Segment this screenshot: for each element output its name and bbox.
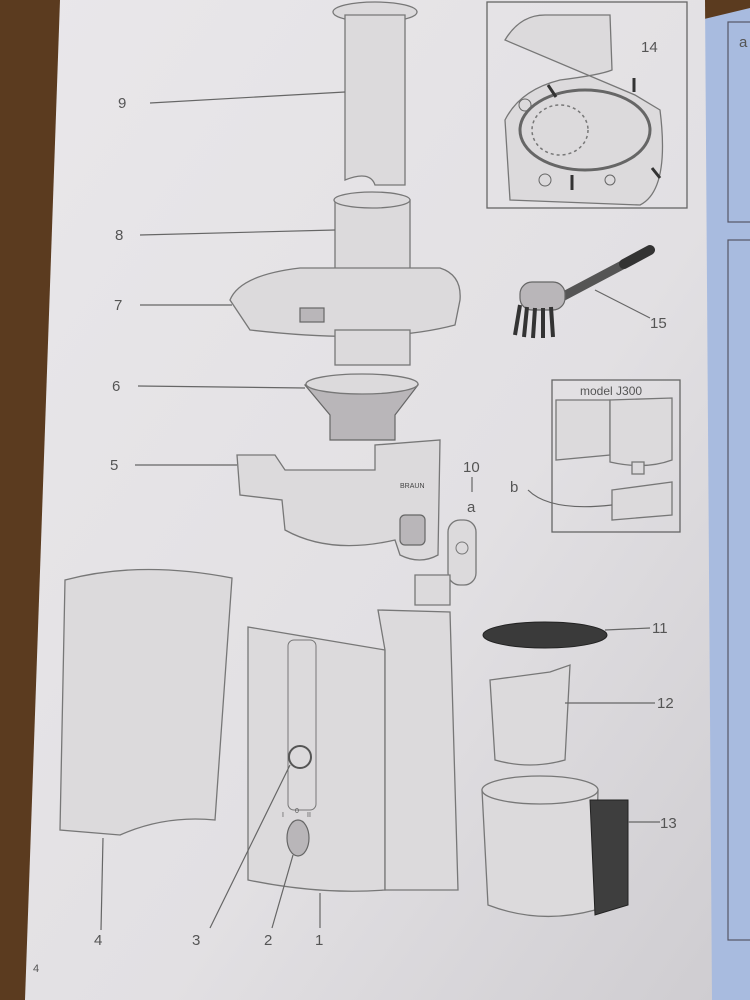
label-11: 11 [652, 620, 668, 637]
label-14: 14 [641, 39, 658, 56]
filter-basket-6: 6 [112, 373, 420, 441]
inset-model-j300: model J300 [527, 379, 681, 533]
switch-mark-2: II [307, 812, 311, 819]
label-7: 7 [114, 297, 122, 314]
label-8: 8 [115, 227, 123, 244]
label-1: 1 [315, 932, 323, 949]
label-12: 12 [657, 695, 674, 712]
facing-page-box-2 [727, 239, 750, 941]
page-number: 4 [33, 963, 39, 975]
cleaning-brush-15: 15 [513, 245, 667, 339]
braun-logo: BRAUN [400, 483, 425, 490]
pulp-container-4: 4 [59, 568, 233, 949]
label-15: 15 [650, 315, 667, 332]
label-6: 6 [112, 378, 120, 395]
froth-separator-11: 11 [482, 620, 668, 649]
switch-mark-1: I [282, 812, 284, 819]
label-3: 3 [192, 932, 200, 949]
spout-10: 10 a b [414, 459, 518, 606]
label-10a: a [467, 499, 476, 516]
facing-page-box [727, 21, 750, 223]
facing-page [700, 8, 750, 1000]
facing-page-letter: a [739, 34, 748, 51]
label-13: 13 [660, 815, 677, 832]
label-10b: b [510, 479, 518, 496]
lid-12: 12 [489, 664, 674, 766]
svg-text:model J300: model J300 [580, 384, 642, 398]
switch-mark-0: 0 [295, 808, 299, 815]
label-2: 2 [264, 932, 272, 949]
juice-jug-13: 13 [481, 775, 677, 918]
pulp-container-top-5: BRAUN 5 [110, 439, 441, 561]
inset-14-cleaning-diagram: 14 [486, 1, 688, 209]
lid-7: 7 [114, 267, 461, 366]
motor-base-1: I 0 II 1 2 3 [192, 609, 459, 949]
pusher-9: 9 [118, 1, 418, 186]
label-9: 9 [118, 95, 126, 112]
label-4: 4 [94, 932, 102, 949]
label-10: 10 [463, 459, 480, 476]
label-5: 5 [110, 457, 118, 474]
